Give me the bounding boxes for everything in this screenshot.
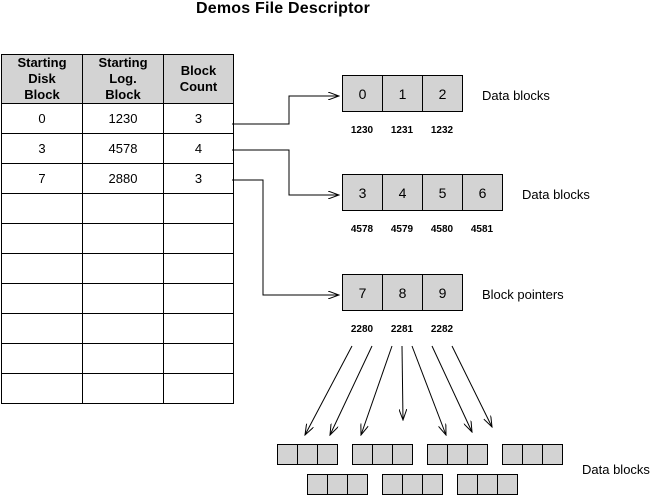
small-data-block (502, 444, 563, 465)
table-cell: 1230 (82, 103, 164, 134)
table-cell (82, 223, 164, 254)
diagram-title: Demos File Descriptor (195, 0, 371, 17)
table-cell: 4578 (82, 133, 164, 164)
table-cell (1, 313, 83, 344)
indirect-arrow (330, 345, 373, 435)
table-row (1, 373, 234, 404)
group-1-addresses: 1230 1231 1232 (342, 125, 462, 136)
table-cell (163, 343, 234, 374)
indirect-arrow (361, 345, 393, 435)
table-cell (82, 253, 164, 284)
block-address: 1230 (350, 125, 374, 136)
table-cell: 4 (163, 133, 234, 164)
small-data-block (277, 444, 338, 465)
small-data-block (307, 474, 368, 495)
block-address: 2282 (430, 324, 454, 335)
table-row (1, 343, 234, 374)
small-data-block (352, 444, 413, 465)
group-3-addresses: 2280 2281 2282 (342, 324, 462, 335)
block-cell: 0 (343, 76, 383, 111)
indirect-arrows (305, 345, 492, 435)
row3-pointer-arrow (232, 179, 339, 295)
group-2-label: Data blocks (522, 187, 590, 202)
block-cell: 3 (343, 175, 383, 210)
indirect-arrow (431, 345, 472, 432)
group-3-label: Block pointers (482, 287, 564, 302)
small-data-block (457, 474, 518, 495)
table-cell: 3 (163, 103, 234, 134)
group-2-addresses: 4578 4579 4580 4581 (342, 224, 502, 235)
block-address: 2281 (390, 324, 414, 335)
indirect-arrow (305, 345, 353, 435)
block-cell: 7 (343, 275, 383, 310)
block-cell: 6 (478, 184, 487, 201)
table-cell (82, 283, 164, 314)
data-blocks-group-2: 3 4 5 6 (342, 174, 503, 211)
indirect-arrow (411, 345, 446, 435)
block-address: 4579 (390, 224, 414, 235)
block-cell: 9 (438, 284, 447, 301)
block-pointers-group: 7 8 9 (342, 274, 463, 311)
block-address: 1231 (390, 125, 414, 136)
bottom-data-blocks-label: Data blocks (582, 462, 650, 477)
block-cell: 4 (383, 175, 423, 210)
table-cell: 3 (1, 133, 83, 164)
indirect-arrow (402, 345, 403, 420)
block-cell: 2 (438, 85, 447, 102)
block-address: 4578 (350, 224, 374, 235)
row2-pointer-arrow (232, 149, 339, 195)
block-address: 4580 (430, 224, 454, 235)
small-data-block (427, 444, 488, 465)
block-cell: 5 (423, 175, 463, 210)
table-cell (82, 373, 164, 404)
small-data-block (382, 474, 443, 495)
table-row (1, 223, 234, 254)
table-row (1, 193, 234, 224)
block-address: 2280 (350, 324, 374, 335)
table-cell (163, 193, 234, 224)
data-blocks-group-1: 0 1 2 (342, 75, 463, 112)
table-cell (163, 313, 234, 344)
table-row (1, 253, 234, 284)
block-cell: 1 (383, 76, 423, 111)
indirect-arrow (451, 345, 492, 427)
table-cell (163, 223, 234, 254)
table-cell: 2880 (82, 163, 164, 194)
table-cell (163, 373, 234, 404)
group-1-label: Data blocks (482, 88, 550, 103)
table-row (1, 313, 234, 344)
block-address: 4581 (470, 224, 494, 235)
row1-pointer-arrow (232, 96, 339, 125)
block-cell: 8 (383, 275, 423, 310)
table-cell (1, 223, 83, 254)
block-address: 1232 (430, 125, 454, 136)
